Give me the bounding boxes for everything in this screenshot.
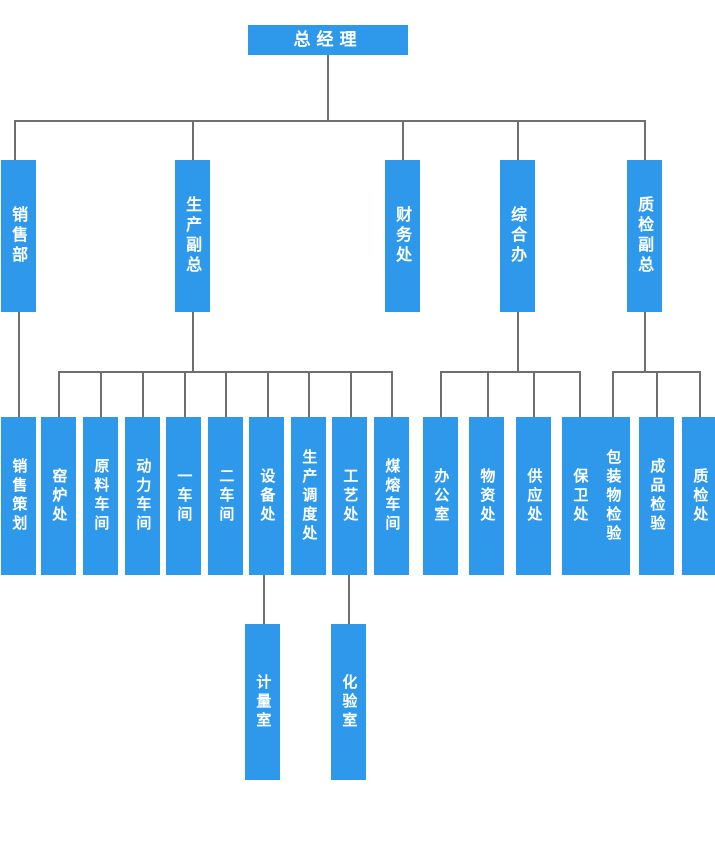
connector-to-finished-product-inspection <box>656 371 658 417</box>
connector-production-vp-stem <box>192 312 194 372</box>
connector-to-sales-dept <box>14 120 16 160</box>
connector-equipment-dept-to-metering-room <box>263 575 265 625</box>
connector-to-qc-vp <box>644 120 646 160</box>
node-label: 动力车间 <box>134 458 153 534</box>
node-label: 财务处 <box>393 206 413 266</box>
connector-to-qc-dept <box>699 371 701 417</box>
node-label: 质检副总 <box>635 196 655 276</box>
node-label: 生产副总 <box>183 196 203 276</box>
node-power-workshop[interactable]: 动力车间 <box>125 417 160 575</box>
node-raw-material-workshop[interactable]: 原料车间 <box>83 417 118 575</box>
connector-root-stem <box>327 53 329 121</box>
node-label: 总经理 <box>293 29 363 50</box>
node-label: 办公室 <box>432 467 451 525</box>
connector-to-finance-dept <box>402 120 404 160</box>
connector-to-workshop-one <box>184 371 186 417</box>
connector-to-general-office <box>517 120 519 160</box>
node-qc-dept[interactable]: 质检处 <box>682 417 715 575</box>
connector-sales-dept-to-sales-planning <box>18 312 20 417</box>
node-label: 计量室 <box>254 673 273 731</box>
node-coal-melting-workshop[interactable]: 煤熔车间 <box>374 417 409 575</box>
node-finance-dept[interactable]: 财务处 <box>385 160 420 312</box>
node-label: 销售部 <box>9 206 29 266</box>
node-label: 供应处 <box>525 467 544 525</box>
node-packaging-inspection[interactable]: 包装物检验 <box>595 417 630 575</box>
node-label: 一车间 <box>175 467 194 525</box>
connector-level2-bus <box>14 120 646 122</box>
connector-to-kiln-dept <box>58 371 60 417</box>
connector-to-supply-dept <box>533 371 535 417</box>
node-security-dept[interactable]: 保卫处 <box>562 417 597 575</box>
node-process-dept[interactable]: 工艺处 <box>332 417 367 575</box>
connector-qc-vp-stem <box>644 312 646 372</box>
connector-to-equipment-dept <box>267 371 269 417</box>
node-label: 设备处 <box>258 467 277 525</box>
node-metering-room[interactable]: 计量室 <box>245 624 280 780</box>
connector-to-materials-dept <box>487 371 489 417</box>
node-label: 综合办 <box>508 206 528 266</box>
node-label: 煤熔车间 <box>383 458 402 534</box>
connector-general-office-stem <box>517 312 519 372</box>
node-label: 原料车间 <box>92 458 111 534</box>
node-sales-dept[interactable]: 销售部 <box>1 160 36 312</box>
connector-to-office <box>440 371 442 417</box>
connector-to-workshop-two <box>225 371 227 417</box>
connector-to-process-dept <box>350 371 352 417</box>
node-label: 生产调度处 <box>300 448 319 544</box>
node-supply-dept[interactable]: 供应处 <box>516 417 551 575</box>
node-production-vp[interactable]: 生产副总 <box>175 160 210 312</box>
node-label: 销售策划 <box>10 458 29 534</box>
node-equipment-dept[interactable]: 设备处 <box>249 417 284 575</box>
node-label: 二车间 <box>217 467 236 525</box>
connector-to-packaging-inspection <box>612 371 614 417</box>
node-materials-dept[interactable]: 物资处 <box>469 417 504 575</box>
connector-process-dept-to-lab-room <box>348 575 350 625</box>
node-label: 物资处 <box>478 467 497 525</box>
node-workshop-one[interactable]: 一车间 <box>166 417 201 575</box>
node-label: 质检处 <box>691 467 710 525</box>
connector-to-raw-material-workshop <box>100 371 102 417</box>
node-sales-planning[interactable]: 销售策划 <box>1 417 36 575</box>
node-qc-vp[interactable]: 质检副总 <box>627 160 662 312</box>
connector-to-coal-melting-workshop <box>391 371 393 417</box>
connector-to-production-vp <box>192 120 194 160</box>
node-label: 保卫处 <box>571 467 590 525</box>
node-workshop-two[interactable]: 二车间 <box>208 417 243 575</box>
node-general-manager[interactable]: 总经理 <box>248 25 408 55</box>
node-label: 包装物检验 <box>604 448 623 544</box>
node-finished-product-inspection[interactable]: 成品检验 <box>639 417 674 575</box>
connector-production-children-bus <box>58 371 391 373</box>
node-office[interactable]: 办公室 <box>423 417 458 575</box>
connector-to-security-dept <box>579 371 581 417</box>
connector-to-power-workshop <box>142 371 144 417</box>
node-label: 工艺处 <box>341 467 360 525</box>
node-general-office[interactable]: 综合办 <box>500 160 535 312</box>
node-kiln-dept[interactable]: 窑炉处 <box>41 417 76 575</box>
node-lab-room[interactable]: 化验室 <box>331 624 366 780</box>
node-production-scheduling-dept[interactable]: 生产调度处 <box>291 417 326 575</box>
node-label: 窑炉处 <box>50 467 69 525</box>
connector-to-production-scheduling-dept <box>308 371 310 417</box>
connector-general-office-children-bus <box>440 371 580 373</box>
node-label: 成品检验 <box>648 458 667 534</box>
node-label: 化验室 <box>340 673 359 731</box>
